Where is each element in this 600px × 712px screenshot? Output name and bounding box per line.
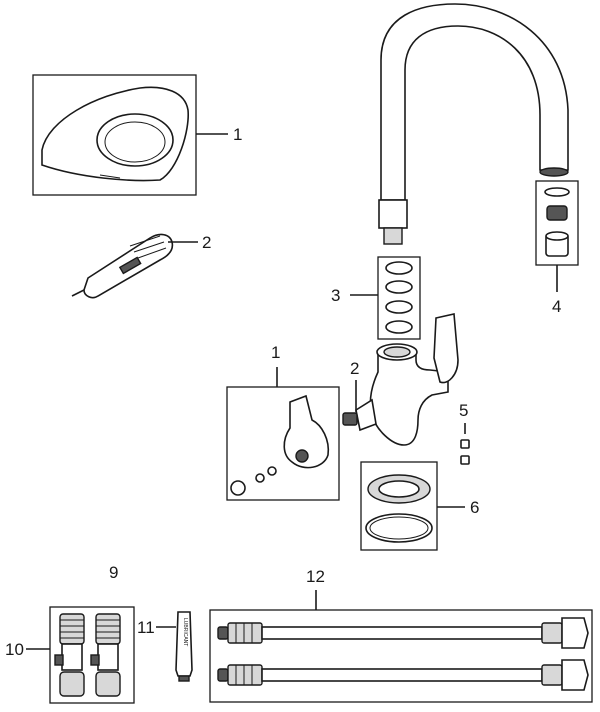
callout-1-top: 1 — [233, 125, 242, 144]
escutcheon-plate-panel: 1 — [32, 74, 242, 196]
lubricant-tube: 11 LUBRICANT — [137, 611, 193, 682]
spout-collar — [378, 199, 408, 229]
lubricant-tube-body — [175, 611, 193, 677]
callout-6: 6 — [470, 498, 479, 517]
spout — [378, 3, 569, 245]
cartridge-callout: 2 — [350, 359, 359, 412]
callout-12: 12 — [306, 567, 325, 586]
o-rings-panel: 3 — [331, 256, 421, 340]
base-seals-panel: 6 — [360, 461, 479, 551]
callout-2-top: 2 — [202, 233, 211, 252]
isolation-valve-left — [54, 613, 85, 697]
handle-lever — [283, 394, 330, 469]
aerator-panel: 4 — [535, 180, 579, 316]
grub-screws: 5 — [459, 401, 470, 465]
hex-tool: 2 — [71, 233, 211, 299]
tap-lever — [433, 313, 459, 384]
isolation-valve-right — [90, 613, 121, 697]
hose-upper — [217, 617, 589, 649]
callout-9: 9 — [109, 563, 118, 582]
hoses-panel: 12 — [209, 567, 593, 703]
callout-4: 4 — [552, 297, 561, 316]
lubricant-tube-text: LUBRICANT — [182, 618, 188, 646]
isolation-valves-panel: 9 10 — [5, 563, 135, 704]
callout-1-mid: 1 — [271, 343, 280, 362]
tap-body — [342, 313, 459, 446]
hose-lower — [217, 659, 589, 691]
handle-panel: 1 — [226, 343, 340, 501]
callout-3: 3 — [331, 286, 340, 305]
callout-10: 10 — [5, 640, 24, 659]
callout-2-mid: 2 — [350, 359, 359, 378]
callout-5: 5 — [459, 401, 468, 420]
spout-tube — [380, 3, 569, 201]
hoses-box — [209, 609, 593, 703]
callout-11: 11 — [137, 618, 155, 637]
